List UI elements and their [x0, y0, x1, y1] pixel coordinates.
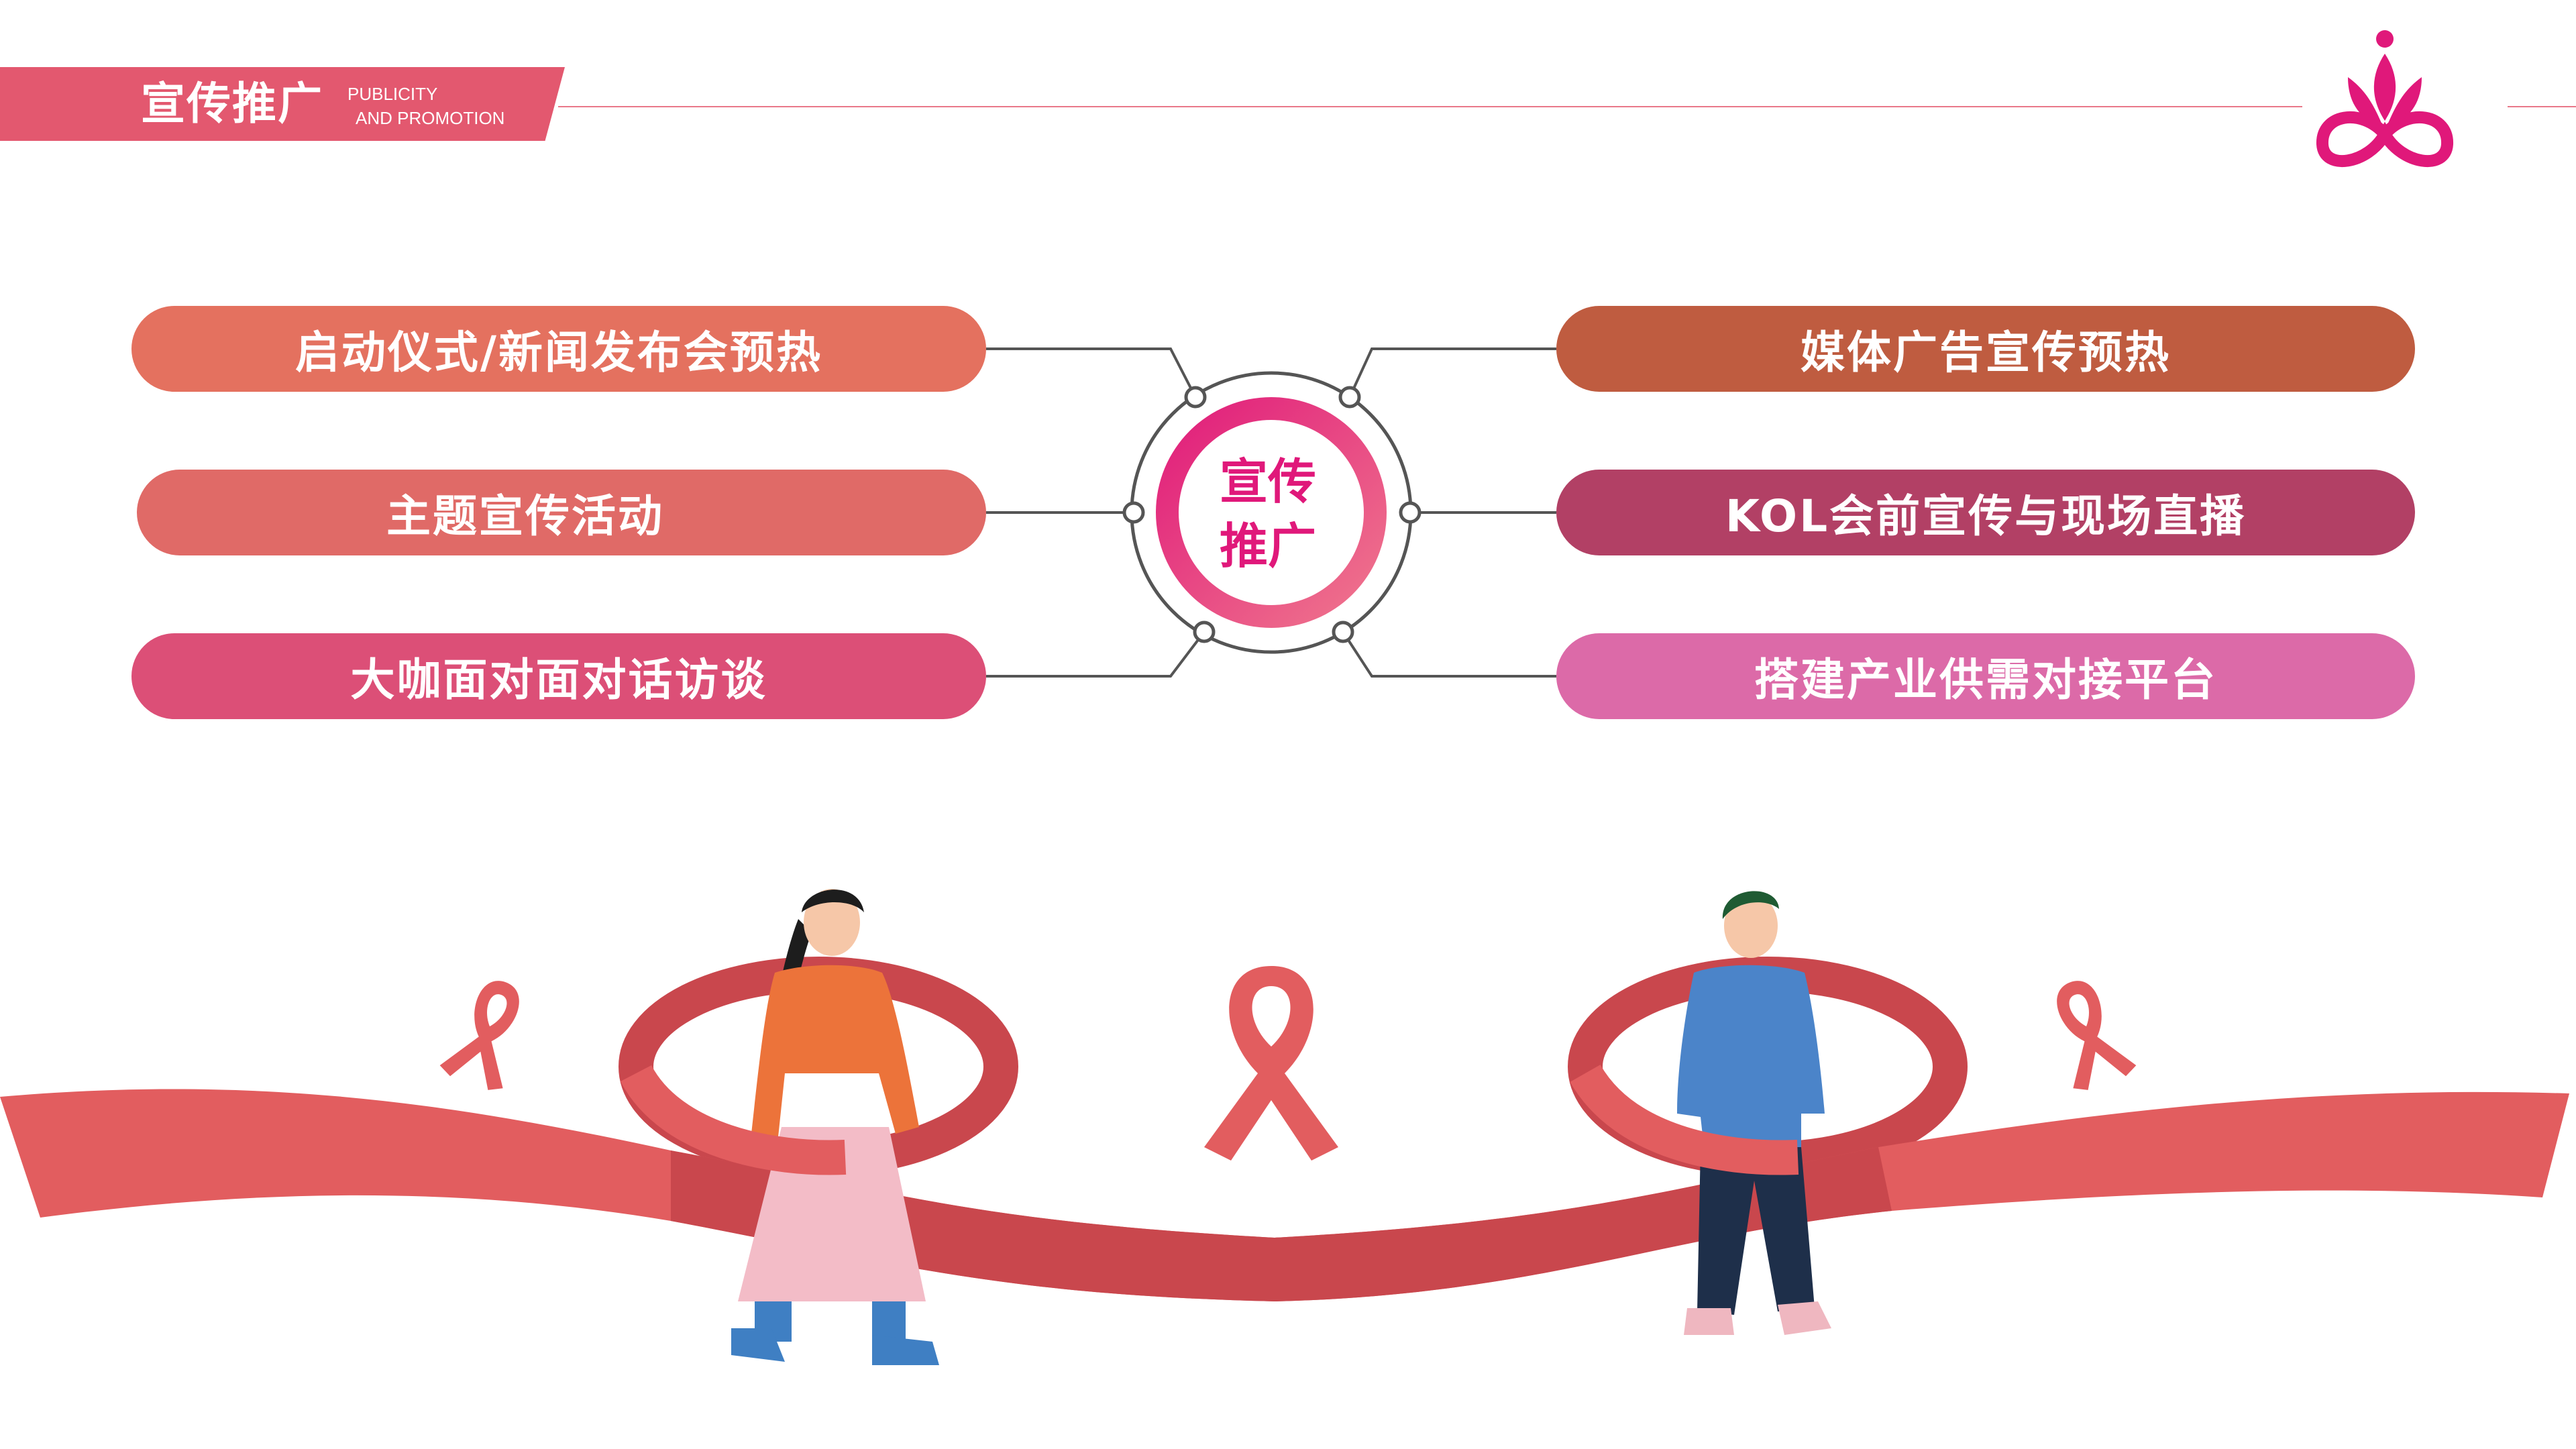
left-item-2: 主题宣传活动 — [137, 470, 986, 555]
page-title: 宣传推广 — [141, 78, 323, 129]
left-loop-front — [620, 1065, 847, 1175]
right-item-2-label: KOL会前宣传与现场直播 — [1725, 490, 2247, 542]
awareness-ribbon-right-icon — [2057, 981, 2137, 1090]
hub-label-line-1: 宣传 — [1219, 453, 1316, 510]
right-item-1-label: 媒体广告宣传预热 — [1801, 327, 2171, 378]
page-subtitle: PUBLICITY AND PROMOTION — [347, 82, 504, 130]
left-item-3-label: 大咖面对面对话访谈 — [350, 654, 767, 706]
left-item-2-label: 主题宣传活动 — [386, 490, 664, 542]
right-item-1: 媒体广告宣传预热 — [1556, 306, 2415, 392]
left-item-3: 大咖面对面对话访谈 — [131, 633, 986, 719]
right-item-2: KOL会前宣传与现场直播 — [1556, 470, 2415, 555]
connector-diagram — [986, 347, 1556, 678]
main-ribbon-shadow — [671, 1147, 1892, 1301]
header-divider-right — [2508, 106, 2576, 107]
left-item-1-label: 启动仪式/新闻发布会预热 — [294, 327, 823, 378]
hub-inner-disc — [1179, 420, 1364, 605]
right-item-3: 搭建产业供需对接平台 — [1556, 633, 2415, 719]
header-divider — [558, 106, 2302, 107]
lotus-logo-icon — [2316, 30, 2453, 167]
main-ribbon-band — [0, 1089, 2569, 1301]
hub-label: 宣传 推广 — [1154, 449, 1382, 578]
right-item-3-label: 搭建产业供需对接平台 — [1754, 654, 2217, 706]
awareness-ribbon-center-icon — [1204, 966, 1338, 1161]
awareness-ribbon-left-icon — [439, 981, 519, 1090]
header-band — [0, 67, 565, 141]
man-figure — [1677, 891, 1831, 1335]
subtitle-line-2: AND PROMOTION — [356, 108, 505, 128]
right-loop-front — [1570, 1064, 1799, 1175]
hub-label-line-2: 推广 — [1219, 518, 1316, 574]
left-item-1: 启动仪式/新闻发布会预热 — [131, 306, 986, 392]
subtitle-line-1: PUBLICITY — [347, 84, 438, 104]
ribbon-illustration — [0, 889, 2569, 1365]
